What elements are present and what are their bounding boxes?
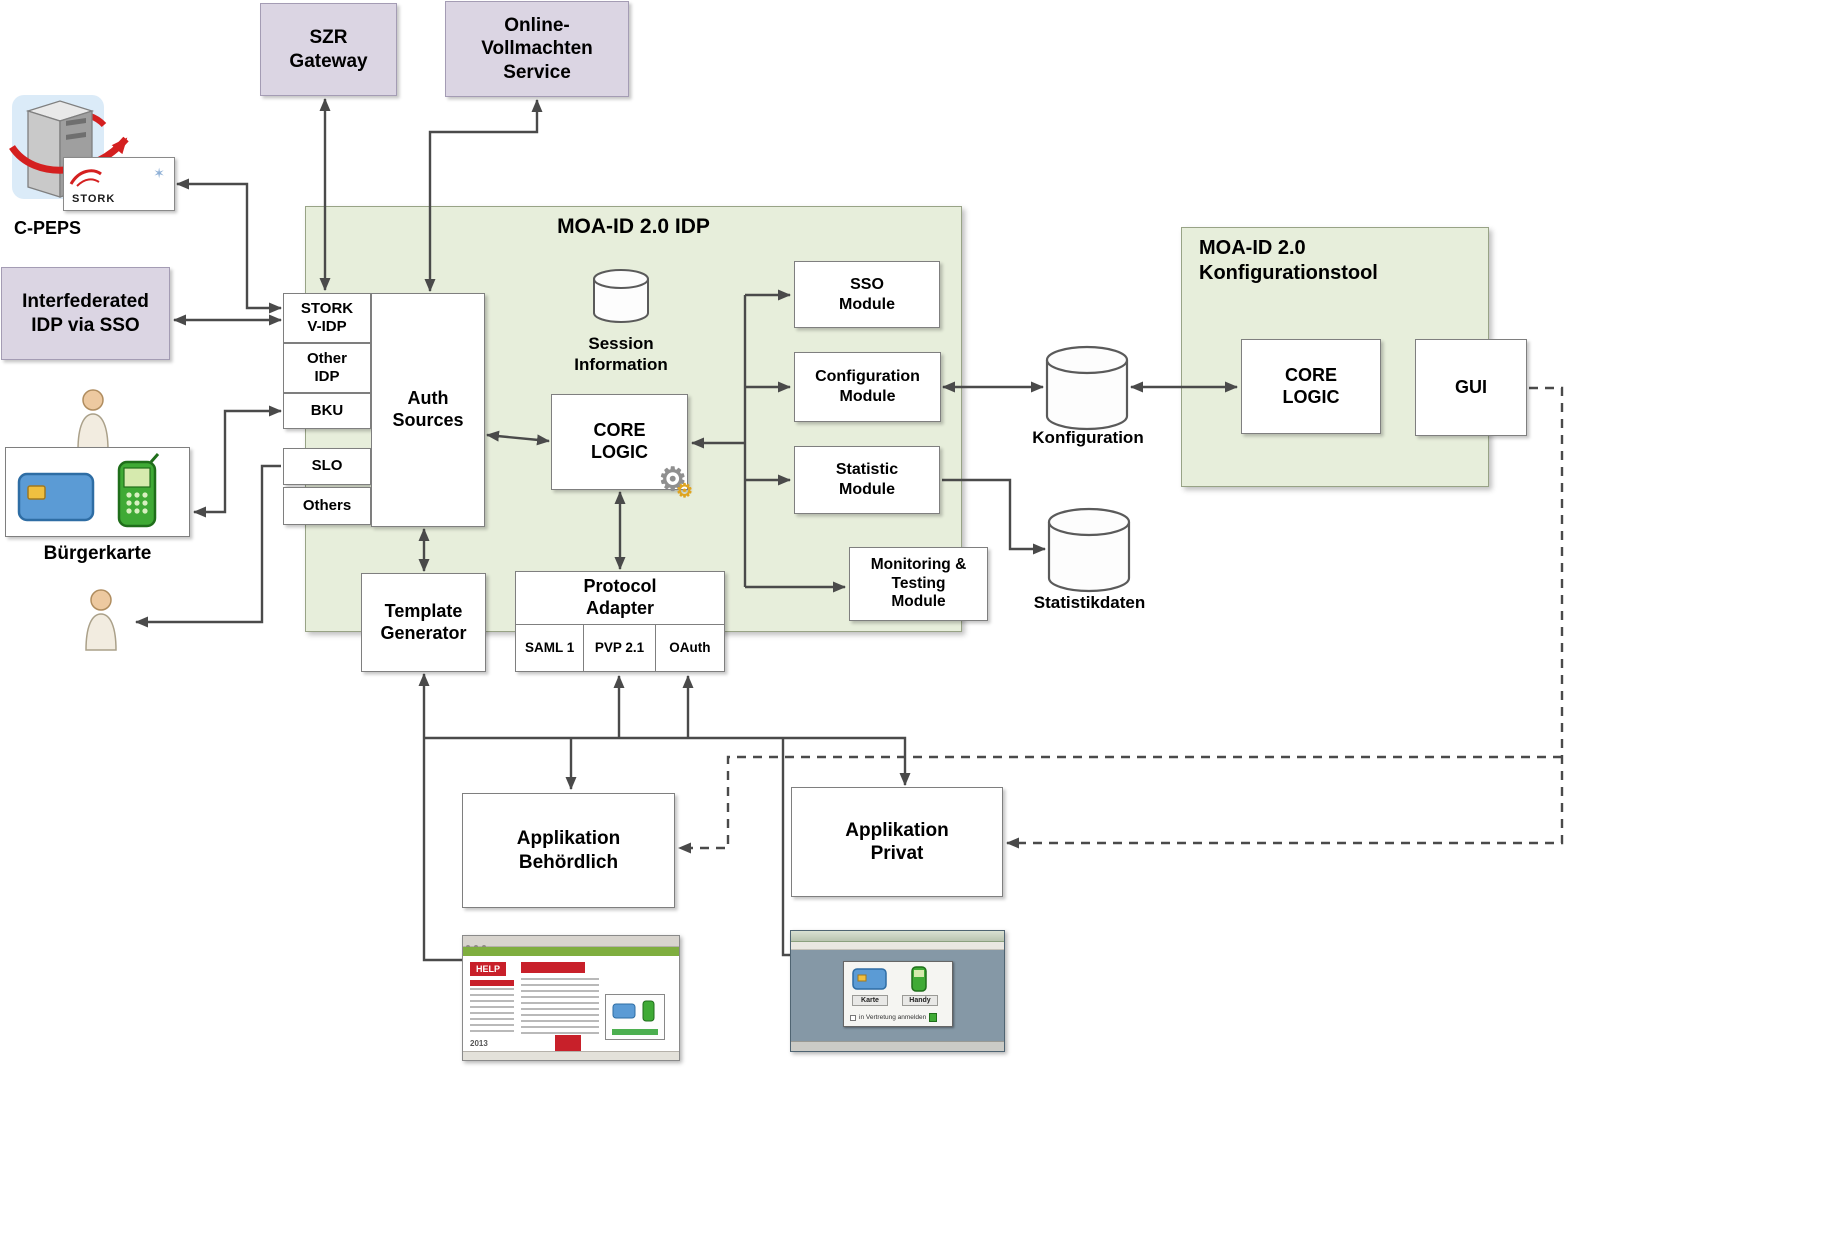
- sso-module-box: SSO Module: [794, 261, 940, 328]
- window-status-bar: [791, 1041, 1004, 1051]
- portal-header-bar: [463, 947, 679, 956]
- auth-sources-box: Auth Sources: [371, 293, 485, 527]
- nav-text-lines: [470, 982, 514, 1034]
- checkbox-icon: [850, 1014, 856, 1021]
- konfiguration-db-icon: [1045, 345, 1129, 431]
- idp-panel-title: MOA-ID 2.0 IDP: [557, 215, 710, 238]
- protocol-adapter-label: Protocol Adapter: [583, 576, 657, 618]
- statistic-module-box: Statistic Module: [794, 446, 940, 514]
- bku-box: BKU: [283, 393, 371, 429]
- configuration-module-box: Configuration Module: [794, 352, 941, 422]
- statistikdaten-label: Statistikdaten: [1033, 593, 1146, 612]
- konfiguration-label: Konfiguration: [1032, 428, 1144, 447]
- login-window-screenshot: Karte Handy in Vertretung anmelden: [790, 930, 1005, 1052]
- window-menu-bar: [791, 942, 1004, 950]
- slo-box: SLO: [283, 448, 371, 485]
- mini-login-dialog: [605, 994, 665, 1040]
- help-portal-screenshot: HELP 2013: [462, 935, 680, 1061]
- bku-login-dialog: Karte Handy in Vertretung anmelden: [843, 961, 953, 1027]
- person-icon: [85, 589, 117, 651]
- gui-box: GUI: [1415, 339, 1527, 436]
- stork-vidp-box: STORK V-IDP: [283, 293, 371, 343]
- monitoring-module-box: Monitoring & Testing Module: [849, 547, 988, 621]
- stork-badge-label: STORK: [72, 193, 116, 205]
- protocol-adapter-box: Protocol Adapter SAML 1 PVP 2.1 OAuth: [515, 571, 725, 672]
- portal-year: 2013: [470, 1039, 488, 1048]
- eu-stars-icon: ✶: [153, 165, 165, 181]
- c-peps-label: C-PEPS: [14, 218, 82, 238]
- protocol-row: SAML 1 PVP 2.1 OAuth: [516, 624, 724, 671]
- szr-gateway-box: SZR Gateway: [260, 3, 397, 96]
- card-icon: [612, 1003, 636, 1019]
- phone-icon: [642, 1000, 655, 1022]
- pvp21-cell: PVP 2.1: [583, 625, 654, 671]
- buergerkarte-box: [5, 447, 190, 537]
- applikation-privat-box: Applikation Privat: [791, 787, 1003, 897]
- applikation-behoerdlich-box: Applikation Behördlich: [462, 793, 675, 908]
- nav-red-block: [470, 980, 514, 986]
- statistikdaten-db-icon: [1047, 507, 1131, 593]
- window-title-bar: [791, 931, 1004, 942]
- stork-bird-icon: [69, 169, 102, 187]
- configtool-panel-title: MOA-ID 2.0 Konfigurationstool: [1199, 237, 1378, 284]
- stork-badge: ✶ STORK: [63, 157, 175, 211]
- card-icon: [17, 472, 95, 522]
- arrow-bku-buergerkarte: [193, 405, 282, 518]
- phone-icon: [911, 966, 927, 992]
- portal-red-block: [555, 1035, 581, 1053]
- content-red-band: [521, 962, 585, 973]
- content-text-lines: [521, 978, 599, 1034]
- template-generator-box: Template Generator: [361, 573, 486, 672]
- buergerkarte-label: Bürgerkarte: [43, 543, 152, 564]
- app-trunk: [424, 736, 911, 786]
- interfederated-idp-box: Interfederated IDP via SSO: [1, 267, 170, 360]
- karte-button: Karte: [852, 995, 888, 1006]
- person-icon: [77, 389, 109, 451]
- gear-icon: ⚙: [658, 460, 687, 497]
- status-green-icon: [929, 1013, 938, 1022]
- vertretung-label: in Vertretung anmelden: [859, 1014, 927, 1021]
- oauth-cell: OAuth: [654, 625, 724, 671]
- gear-icon: ⚙: [675, 480, 693, 502]
- vertretung-checkbox-row: in Vertretung anmelden: [850, 1013, 938, 1022]
- browser-chrome: [463, 936, 679, 949]
- core-logic-label: CORE LOGIC: [591, 420, 648, 462]
- c-peps-group: ✶ STORK C-PEPS: [8, 95, 188, 245]
- phone-icon: [117, 453, 160, 528]
- help-logo: HELP: [470, 962, 506, 976]
- core-logic-box: CORE LOGIC ⚙ ⚙: [551, 394, 693, 502]
- configtool-core-logic-box: CORE LOGIC: [1241, 339, 1381, 434]
- other-idp-box: Other IDP: [283, 343, 371, 393]
- saml1-cell: SAML 1: [525, 639, 575, 655]
- others-box: Others: [283, 487, 371, 525]
- session-information-label: Session Information: [574, 334, 668, 375]
- online-vollmachten-box: Online- Vollmachten Service: [445, 1, 629, 97]
- handy-button: Handy: [902, 995, 938, 1006]
- dialog-green-bar: [612, 1029, 658, 1035]
- portal-footer-bar: [463, 1051, 679, 1060]
- card-icon: [852, 968, 887, 990]
- arrow-stork-cpeps: [176, 178, 282, 314]
